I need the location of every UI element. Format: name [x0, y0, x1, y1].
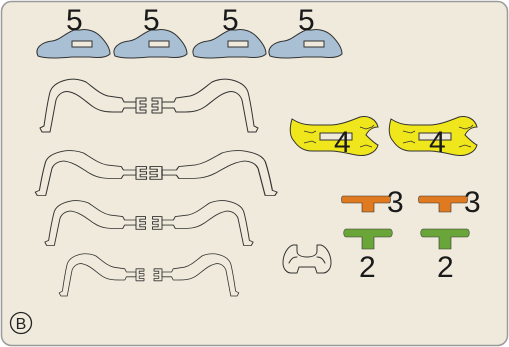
part-4-yellow-2: 4	[388, 115, 478, 159]
part-3-number: 3	[387, 186, 404, 219]
sheet-label-badge: B	[9, 311, 33, 335]
part-5-number: 5	[66, 4, 83, 37]
part-5-blue-4: 5	[268, 4, 343, 59]
part-5-blue-2: 5	[113, 4, 188, 59]
part-5-number: 5	[222, 4, 239, 37]
part-2-number: 2	[359, 251, 376, 284]
part-4-number: 4	[334, 126, 351, 159]
part-5-blue-3: 5	[192, 4, 267, 59]
clip-outline	[282, 244, 332, 274]
part-3-number: 3	[464, 186, 481, 219]
part-3-orange-1: 3	[341, 186, 404, 219]
part-4-number: 4	[429, 126, 446, 159]
part-3-orange-2: 3	[418, 186, 481, 219]
part-2-green-2: 2	[420, 228, 470, 284]
part-2-number: 2	[437, 251, 454, 284]
sheet-label: B	[16, 316, 27, 333]
part-2-green-1: 2	[343, 228, 393, 284]
part-4-yellow-1: 4	[289, 115, 379, 159]
part-5-number: 5	[298, 4, 315, 37]
part-5-number: 5	[143, 4, 160, 37]
part-5-blue-1: 5	[36, 4, 111, 59]
